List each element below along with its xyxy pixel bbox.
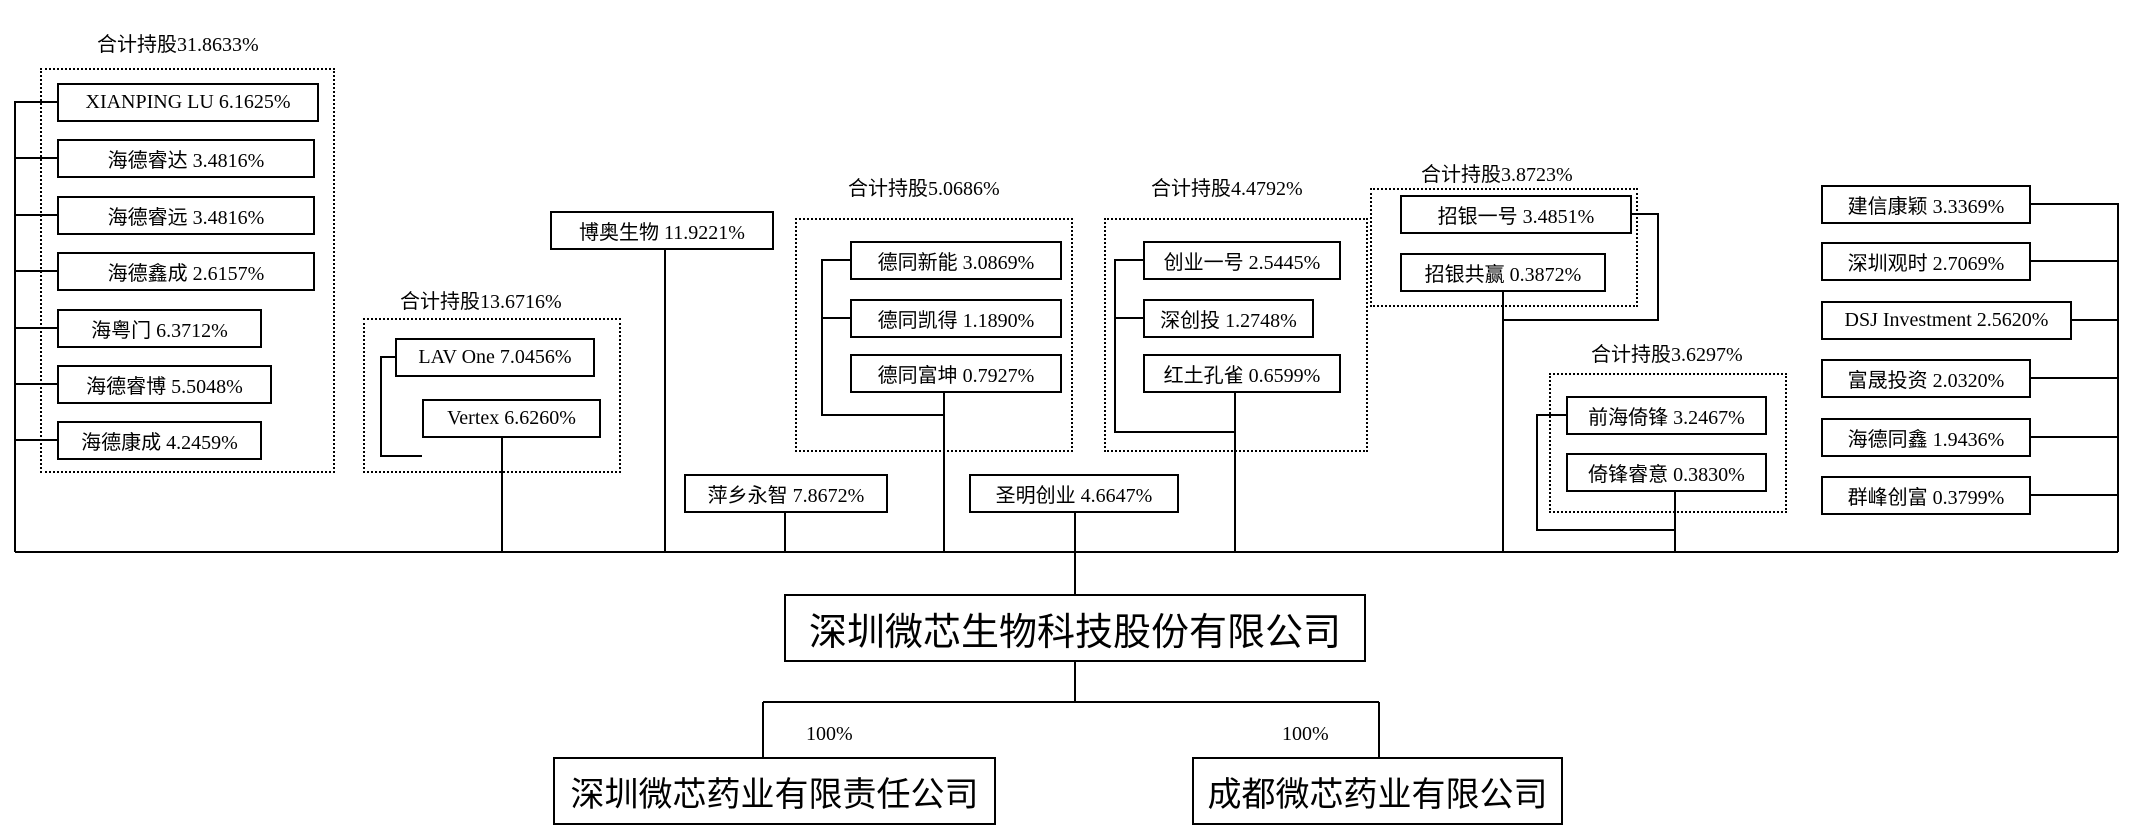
- left-group-total: 合计持股31.8633%: [97, 34, 259, 56]
- holder-pingxiang-yongzhi: 萍乡永智 7.8672%: [684, 474, 888, 513]
- chuangye-group-total: 合计持股4.4792%: [1151, 178, 1303, 200]
- holder-shen-chuangtou: 深创投 1.2748%: [1143, 299, 1314, 338]
- holder-zhaoyin-gongying: 招银共赢 0.3872%: [1400, 253, 1606, 292]
- holder-dsj-investment: DSJ Investment 2.5620%: [1821, 301, 2072, 340]
- detong-group-frame: [795, 218, 1073, 452]
- subsidiary-shenzhen-box: 深圳微芯药业有限责任公司: [553, 757, 996, 825]
- qianhai-group-total: 合计持股3.6297%: [1591, 344, 1743, 366]
- chuangye-group-frame: [1104, 218, 1368, 452]
- holder-qunfeng-chuangfu: 群峰创富 0.3799%: [1821, 476, 2031, 515]
- holder-haide-xincheng: 海德鑫成 2.6157%: [57, 252, 315, 291]
- holder-detong-kaide: 德同凯得 1.1890%: [850, 299, 1062, 338]
- holder-haiyuemen: 海粤门 6.3712%: [57, 309, 262, 348]
- detong-group-total: 合计持股5.0686%: [848, 178, 1000, 200]
- holder-boao-bio: 博奥生物 11.9221%: [550, 211, 774, 250]
- subsidiary-2-pct: 100%: [1282, 723, 1329, 745]
- holder-haide-kangcheng: 海德康成 4.2459%: [57, 421, 262, 460]
- holder-haide-ruibo: 海德睿博 5.5048%: [57, 365, 272, 404]
- holder-xianping-lu: XIANPING LU 6.1625%: [57, 83, 319, 122]
- subsidiary-1-pct: 100%: [806, 723, 853, 745]
- holder-zhaoyin-yihao: 招银一号 3.4851%: [1400, 195, 1632, 234]
- holder-hongtu-kongque: 红土孔雀 0.6599%: [1143, 354, 1341, 393]
- holder-detong-xinneng: 德同新能 3.0869%: [850, 241, 1062, 280]
- holder-vertex: Vertex 6.6260%: [422, 399, 601, 438]
- lav-group-frame: [363, 318, 621, 473]
- holder-jianxin-kangying: 建信康颖 3.3369%: [1821, 185, 2031, 224]
- holder-haide-ruiyuan: 海德睿远 3.4816%: [57, 196, 315, 235]
- holder-yifeng-ruiyi: 倚锋睿意 0.3830%: [1566, 453, 1767, 492]
- holder-shenzhen-guanshi: 深圳观时 2.7069%: [1821, 242, 2031, 281]
- subsidiary-chengdu-box: 成都微芯药业有限公司: [1192, 757, 1563, 825]
- holder-qianhai-yifeng: 前海倚锋 3.2467%: [1566, 396, 1767, 435]
- holder-haide-tongxin: 海德同鑫 1.9436%: [1821, 418, 2031, 457]
- holder-lav-one: LAV One 7.0456%: [395, 338, 595, 377]
- holder-shengming-chuangye: 圣明创业 4.6647%: [969, 474, 1179, 513]
- holder-haide-ruida: 海德睿达 3.4816%: [57, 139, 315, 178]
- company-box: 深圳微芯生物科技股份有限公司: [784, 594, 1366, 662]
- holder-detong-fukun: 德同富坤 0.7927%: [850, 354, 1062, 393]
- qianhai-group-frame: [1549, 373, 1787, 513]
- zhaoyin-group-total: 合计持股3.8723%: [1421, 164, 1573, 186]
- zhaoyin-group-frame: [1370, 188, 1638, 307]
- holder-fusheng-touzi: 富晟投资 2.0320%: [1821, 359, 2031, 398]
- holder-chuangye-yihao: 创业一号 2.5445%: [1143, 241, 1341, 280]
- lav-group-total: 合计持股13.6716%: [400, 291, 562, 313]
- left-group-frame: [40, 68, 335, 473]
